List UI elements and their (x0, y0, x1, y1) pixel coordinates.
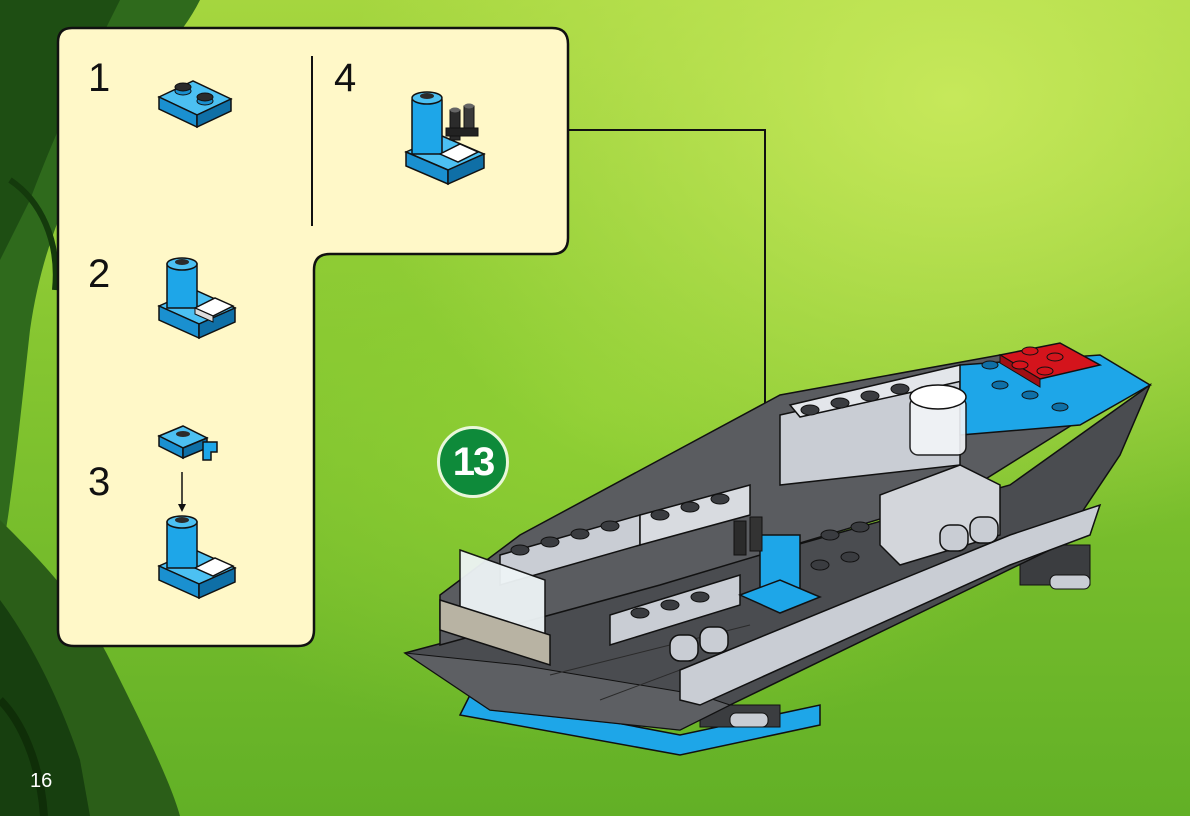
callout-step-4-number: 4 (334, 56, 357, 100)
jungle-foliage (0, 0, 200, 816)
step-1-blue-plate-illustration (157, 80, 233, 129)
callout-step-2-number: 2 (88, 252, 111, 296)
step-2-brick-with-tile-illustration (157, 257, 237, 340)
step-number-text: 13 (452, 439, 495, 484)
boat-model-illustration (403, 342, 1153, 756)
step-number-badge: 13 (437, 426, 509, 498)
step-4-binocular-assembly-illustration (404, 91, 486, 186)
callout-step-3-number: 3 (88, 460, 111, 504)
page-number: 16 (30, 770, 53, 792)
callout-step-1-number: 1 (88, 56, 111, 100)
step-3-clip-assembly-illustration (157, 425, 237, 600)
